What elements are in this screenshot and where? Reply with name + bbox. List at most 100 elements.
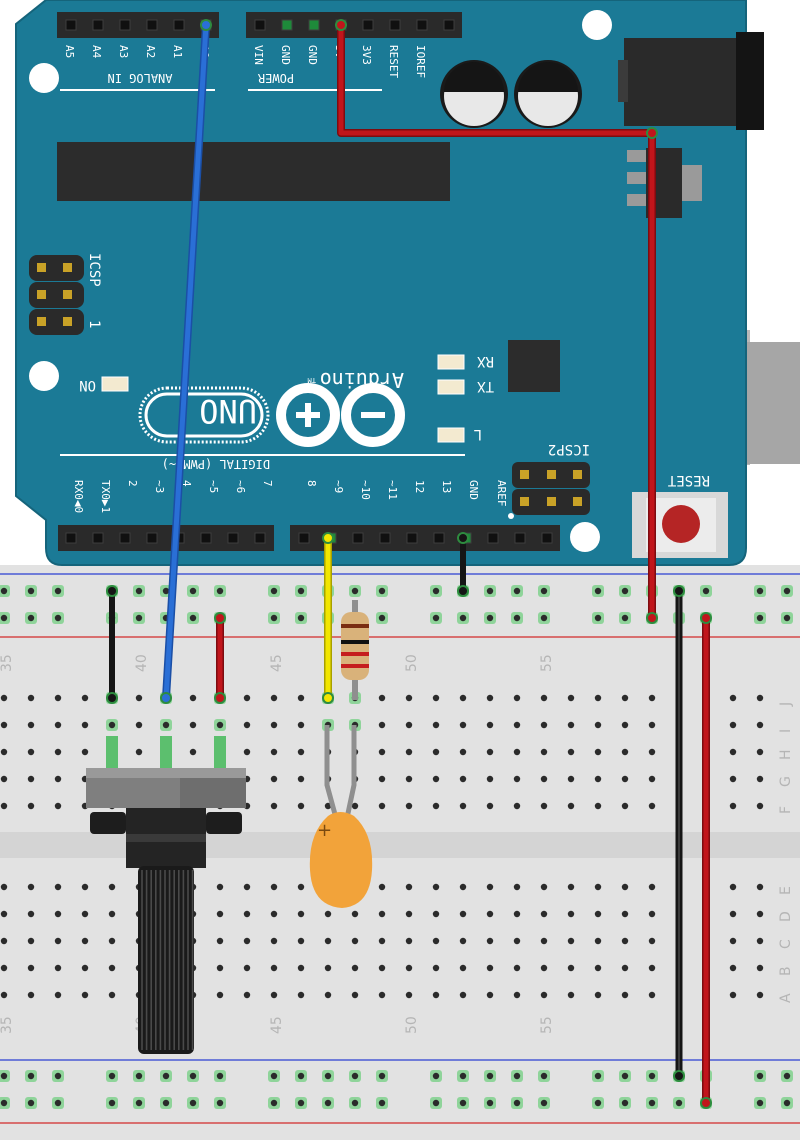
breadboard-hole[interactable]: [0, 991, 8, 999]
breadboard-hole[interactable]: [567, 721, 575, 729]
breadboard-hole[interactable]: [54, 883, 62, 891]
breadboard-hole[interactable]: [297, 694, 305, 702]
breadboard-hole[interactable]: [432, 721, 440, 729]
breadboard-hole[interactable]: [729, 802, 737, 810]
breadboard-hole[interactable]: [189, 587, 197, 595]
breadboard-hole[interactable]: [0, 748, 8, 756]
breadboard-hole[interactable]: [459, 614, 467, 622]
breadboard-hole[interactable]: [594, 802, 602, 810]
breadboard-hole[interactable]: [513, 964, 521, 972]
breadboard-hole[interactable]: [648, 1072, 656, 1080]
header-pin[interactable]: [227, 532, 239, 544]
breadboard-hole[interactable]: [162, 721, 170, 729]
breadboard-hole[interactable]: [243, 883, 251, 891]
breadboard-hole[interactable]: [297, 964, 305, 972]
breadboard-hole[interactable]: [189, 748, 197, 756]
breadboard-hole[interactable]: [0, 802, 8, 810]
breadboard-hole[interactable]: [621, 937, 629, 945]
breadboard-hole[interactable]: [297, 1072, 305, 1080]
breadboard-hole[interactable]: [621, 991, 629, 999]
breadboard-hole[interactable]: [378, 937, 386, 945]
wire-endpoint[interactable]: [160, 692, 172, 704]
breadboard-hole[interactable]: [594, 694, 602, 702]
breadboard-hole[interactable]: [675, 1099, 683, 1107]
breadboard-hole[interactable]: [81, 910, 89, 918]
breadboard-hole[interactable]: [540, 1072, 548, 1080]
wire-endpoint[interactable]: [214, 692, 226, 704]
header-pin[interactable]: [487, 532, 499, 544]
breadboard-hole[interactable]: [135, 694, 143, 702]
breadboard-hole[interactable]: [0, 614, 8, 622]
breadboard-hole[interactable]: [594, 748, 602, 756]
breadboard-hole[interactable]: [405, 937, 413, 945]
breadboard-hole[interactable]: [378, 775, 386, 783]
breadboard-hole[interactable]: [378, 802, 386, 810]
breadboard-hole[interactable]: [162, 1072, 170, 1080]
wire-endpoint[interactable]: [457, 532, 469, 544]
header-pin[interactable]: [433, 532, 445, 544]
breadboard-hole[interactable]: [729, 937, 737, 945]
breadboard-hole[interactable]: [756, 587, 764, 595]
wire-a0-blue[interactable]: [163, 22, 209, 701]
breadboard-hole[interactable]: [432, 991, 440, 999]
breadboard-hole[interactable]: [567, 937, 575, 945]
breadboard-hole[interactable]: [756, 802, 764, 810]
breadboard-hole[interactable]: [648, 964, 656, 972]
breadboard-hole[interactable]: [594, 991, 602, 999]
breadboard-hole[interactable]: [243, 910, 251, 918]
breadboard-hole[interactable]: [189, 694, 197, 702]
breadboard-hole[interactable]: [459, 694, 467, 702]
breadboard-hole[interactable]: [540, 775, 548, 783]
breadboard-hole[interactable]: [594, 883, 602, 891]
breadboard-hole[interactable]: [0, 721, 8, 729]
breadboard-hole[interactable]: [540, 614, 548, 622]
breadboard-hole[interactable]: [270, 883, 278, 891]
breadboard-hole[interactable]: [297, 910, 305, 918]
wire-endpoint[interactable]: [673, 585, 685, 597]
breadboard-hole[interactable]: [324, 1099, 332, 1107]
breadboard-hole[interactable]: [405, 910, 413, 918]
breadboard-hole[interactable]: [216, 937, 224, 945]
breadboard-hole[interactable]: [540, 937, 548, 945]
breadboard-hole[interactable]: [378, 991, 386, 999]
breadboard-hole[interactable]: [783, 1099, 791, 1107]
breadboard-hole[interactable]: [0, 775, 8, 783]
breadboard-hole[interactable]: [702, 587, 710, 595]
breadboard-hole[interactable]: [27, 721, 35, 729]
breadboard-hole[interactable]: [351, 587, 359, 595]
breadboard-hole[interactable]: [567, 883, 575, 891]
breadboard-hole[interactable]: [756, 883, 764, 891]
breadboard-hole[interactable]: [270, 937, 278, 945]
breadboard-hole[interactable]: [54, 802, 62, 810]
breadboard-hole[interactable]: [756, 694, 764, 702]
breadboard-hole[interactable]: [648, 1099, 656, 1107]
breadboard-hole[interactable]: [81, 883, 89, 891]
breadboard-hole[interactable]: [405, 694, 413, 702]
breadboard-hole[interactable]: [405, 775, 413, 783]
header-pin[interactable]: [416, 19, 428, 31]
breadboard-hole[interactable]: [432, 694, 440, 702]
breadboard-hole[interactable]: [297, 748, 305, 756]
breadboard-hole[interactable]: [756, 1072, 764, 1080]
breadboard-hole[interactable]: [567, 802, 575, 810]
reset-button[interactable]: [632, 492, 728, 558]
resistor[interactable]: [341, 600, 369, 700]
breadboard-hole[interactable]: [594, 775, 602, 783]
breadboard-hole[interactable]: [297, 614, 305, 622]
breadboard-hole[interactable]: [513, 991, 521, 999]
breadboard-hole[interactable]: [540, 721, 548, 729]
breadboard-hole[interactable]: [54, 991, 62, 999]
breadboard-hole[interactable]: [108, 991, 116, 999]
breadboard-hole[interactable]: [459, 937, 467, 945]
breadboard-hole[interactable]: [486, 964, 494, 972]
breadboard-hole[interactable]: [162, 587, 170, 595]
breadboard-hole[interactable]: [432, 883, 440, 891]
breadboard-hole[interactable]: [729, 775, 737, 783]
breadboard-hole[interactable]: [135, 748, 143, 756]
breadboard-hole[interactable]: [405, 964, 413, 972]
breadboard-hole[interactable]: [270, 614, 278, 622]
breadboard-hole[interactable]: [378, 587, 386, 595]
breadboard-hole[interactable]: [486, 910, 494, 918]
breadboard-hole[interactable]: [594, 614, 602, 622]
breadboard-hole[interactable]: [621, 614, 629, 622]
